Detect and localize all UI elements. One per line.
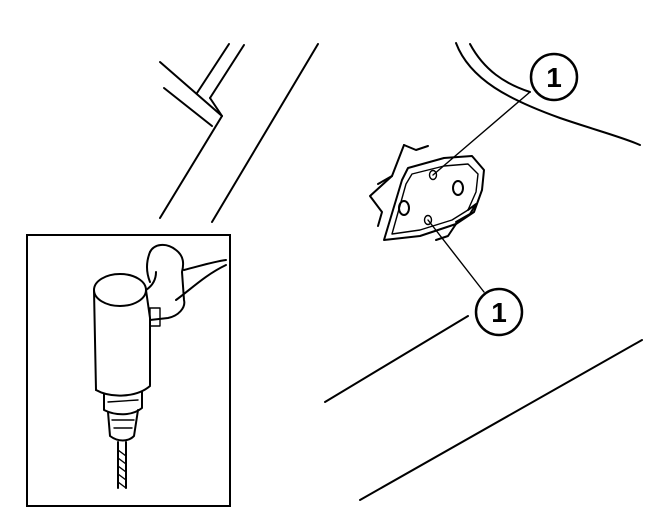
rivet-hole-bottom (423, 214, 433, 226)
callout-leaders (427, 91, 531, 293)
fender-curve (455, 42, 641, 146)
mounting-bracket (369, 144, 485, 241)
lower-body-lines (324, 315, 643, 501)
callout-1-bottom: 1 (474, 287, 524, 337)
bolt-hole-right (452, 180, 464, 196)
drill-inset (26, 234, 231, 507)
bolt-hole-left (398, 200, 410, 216)
inset-frame (26, 234, 231, 507)
rivet-hole-top (428, 169, 438, 181)
leader-line-bottom (427, 219, 485, 293)
body-panel-lines (159, 43, 319, 223)
callout-1-bottom-label: 1 (491, 297, 507, 328)
callout-1-top-label: 1 (546, 62, 562, 93)
leader-line-top (432, 91, 531, 176)
callout-1-top: 1 (529, 52, 579, 102)
drill-icon (93, 244, 227, 489)
